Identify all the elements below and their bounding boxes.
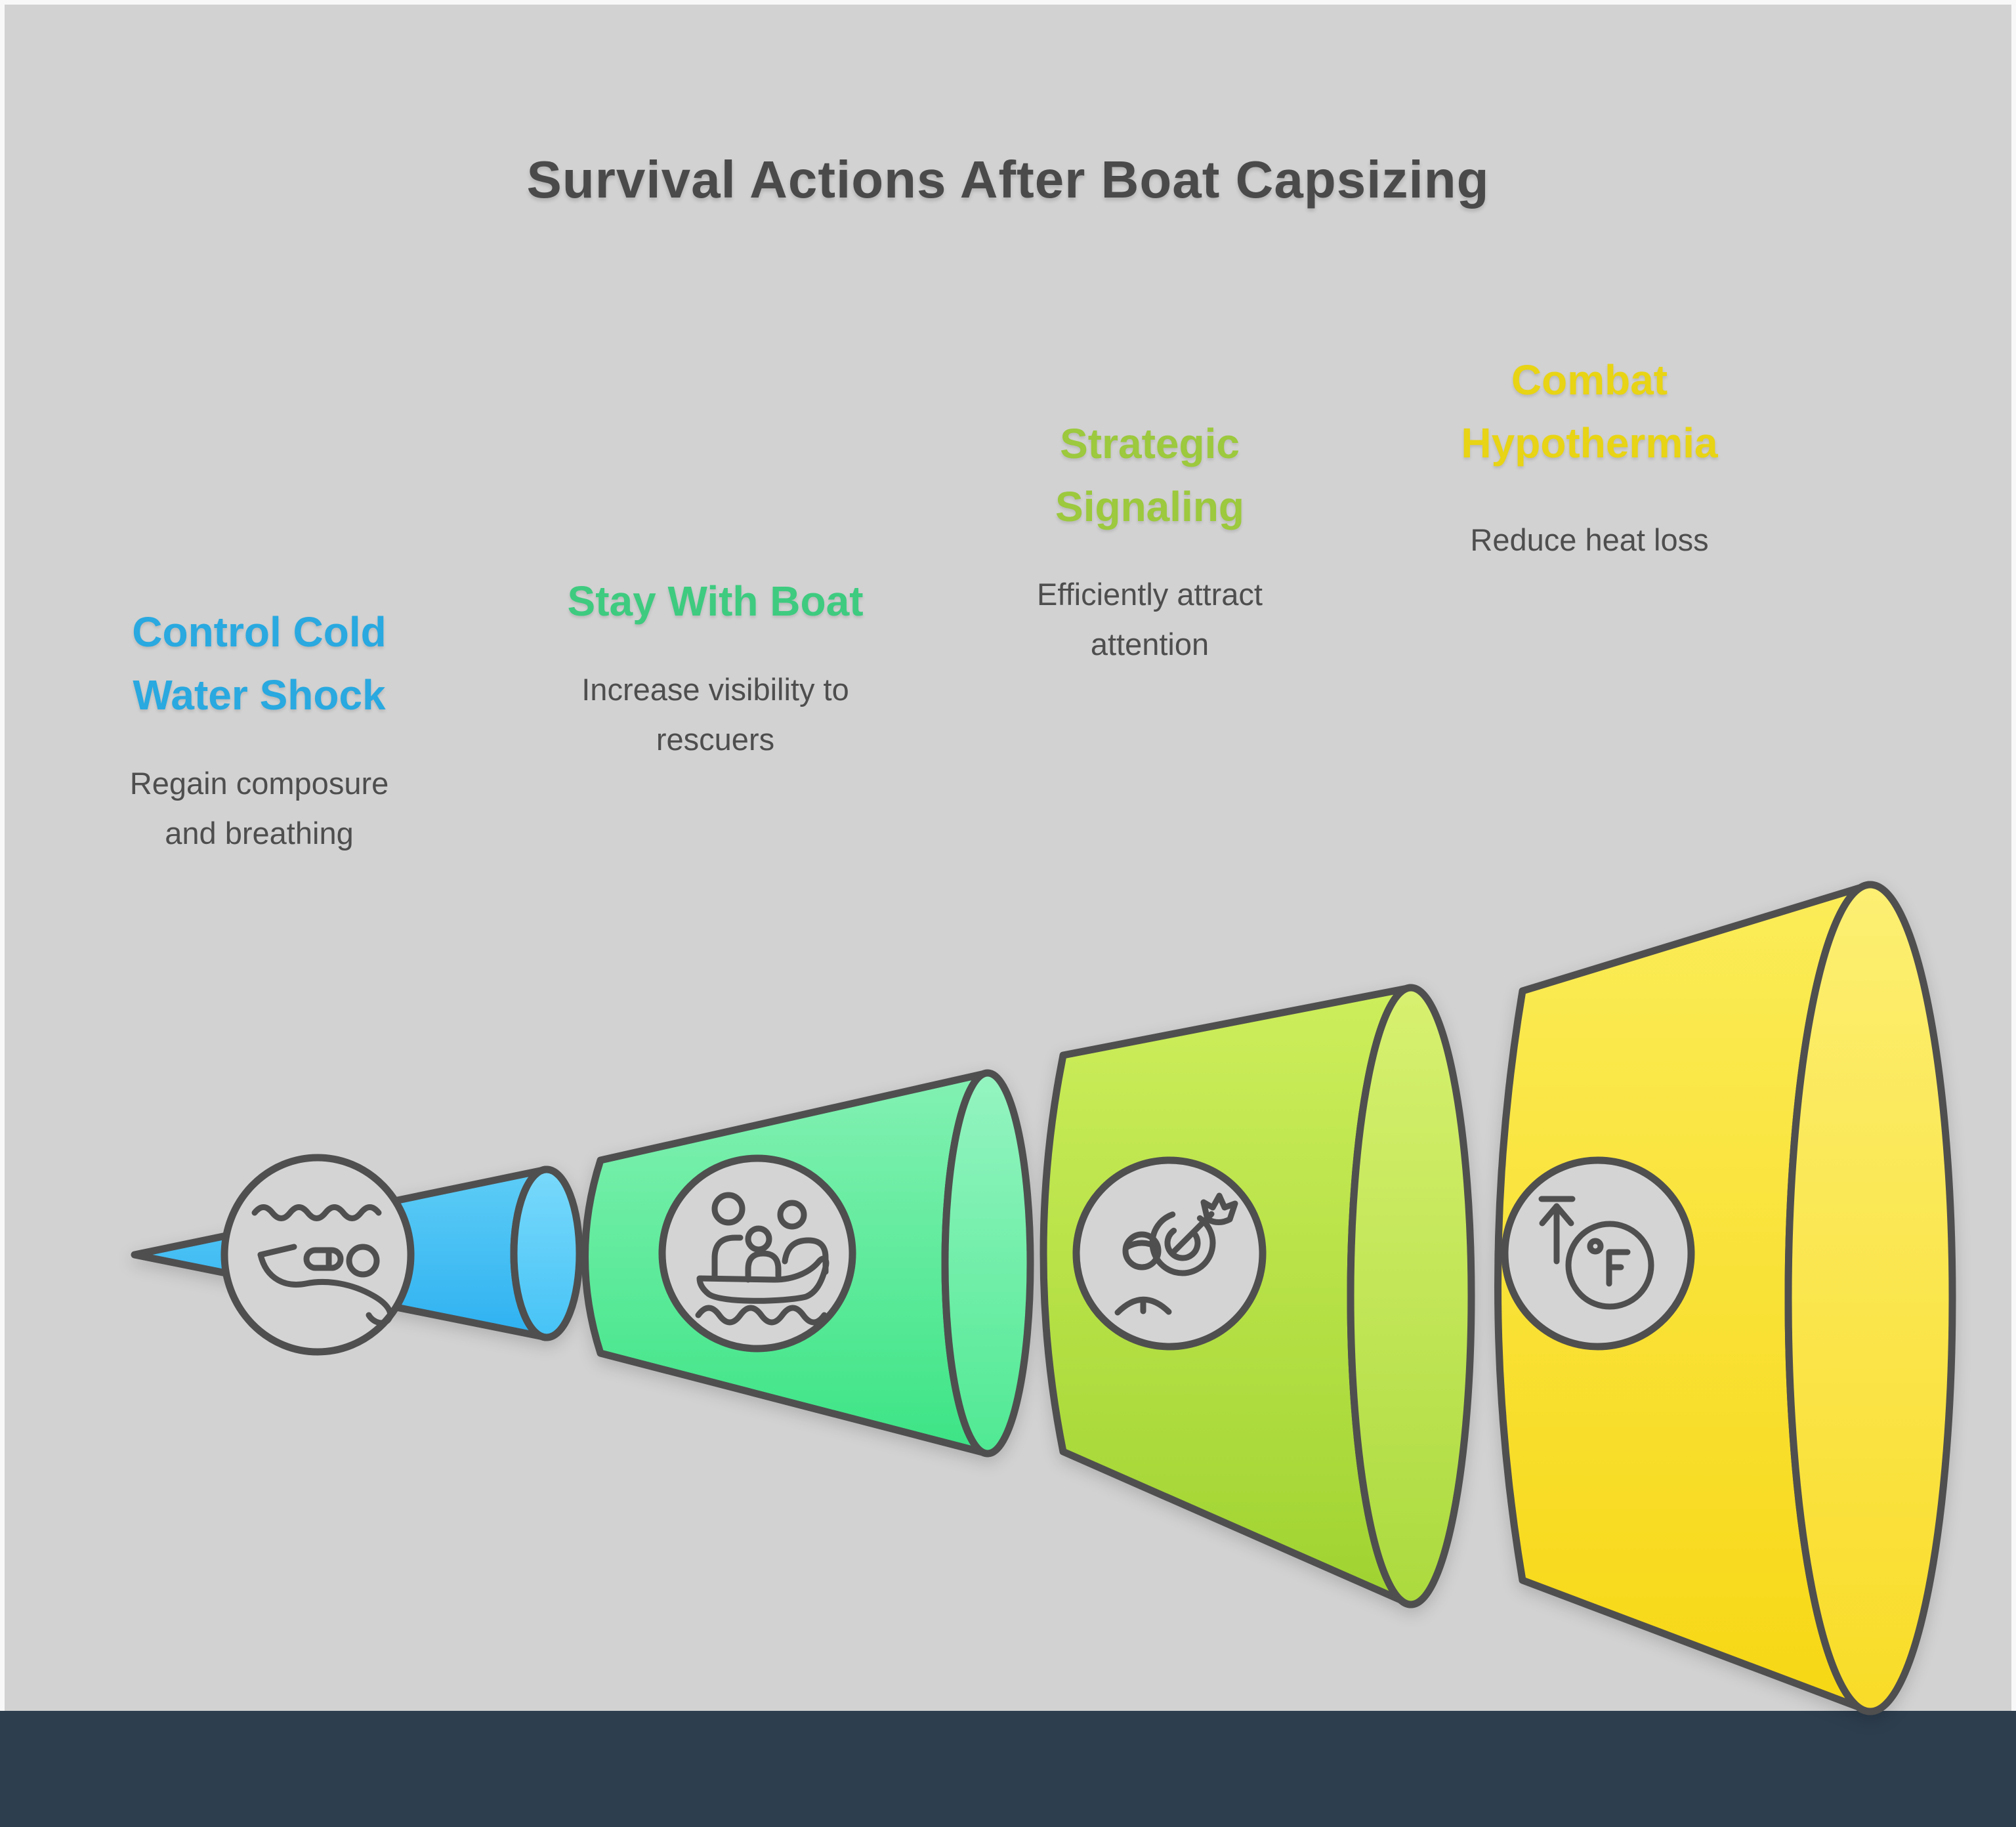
step2-heading-line1: Stay With Boat [567, 578, 864, 625]
step1-description: Regain composure and breathing [130, 759, 389, 858]
step3-description: Efficiently attract attention [1037, 570, 1263, 669]
step3-desc-block: Efficiently attract attention [1037, 570, 1263, 669]
footer-bar [0, 1711, 2016, 1827]
step3-label-block: Strategic Signaling [1055, 412, 1244, 538]
person-with-target-dart-icon [1072, 1156, 1267, 1351]
step2-heading: Stay With Boat [568, 570, 864, 633]
step4-heading-line1: Combat [1511, 356, 1668, 404]
step2-desc-line2: rescuers [656, 722, 775, 757]
step3-heading-line2: Signaling [1055, 483, 1244, 530]
person-floating-on-water-icon [220, 1154, 415, 1356]
step1-heading-line1: Control Cold [132, 608, 387, 656]
step3-heading-line1: Strategic [1060, 420, 1240, 467]
step1-heading: Control Cold Water Shock [132, 600, 386, 726]
temperature-rise-fahrenheit-icon [1501, 1156, 1695, 1351]
people-in-boat-icon [658, 1154, 856, 1353]
step4-heading: Combat Hypothermia [1461, 348, 1717, 474]
step1-desc-line1: Regain composure [129, 766, 389, 801]
step1-label-block: Control Cold Water Shock [132, 600, 386, 726]
step3-heading: Strategic Signaling [1055, 412, 1244, 538]
step2-label-block: Stay With Boat [568, 570, 864, 633]
step3-desc-line1: Efficiently attract [1037, 577, 1263, 612]
step2-desc-line1: Increase visibility to [581, 672, 849, 707]
step4-description: Reduce heat loss [1470, 515, 1708, 565]
step4-desc-line1: Reduce heat loss [1470, 522, 1709, 557]
step3-desc-line2: attention [1090, 627, 1209, 662]
step1-heading-line2: Water Shock [133, 671, 386, 719]
step1-desc-block: Regain composure and breathing [130, 759, 389, 858]
step4-desc-block: Reduce heat loss [1470, 515, 1708, 565]
page-title: Survival Actions After Boat Capsizing [526, 150, 1490, 209]
step4-label-block: Combat Hypothermia [1461, 348, 1717, 474]
funnel-stage-4-yellow [1494, 881, 1956, 1715]
step2-desc-block: Increase visibility to rescuers [581, 665, 849, 765]
step4-heading-line2: Hypothermia [1461, 419, 1718, 467]
step2-description: Increase visibility to rescuers [581, 665, 849, 765]
step1-desc-line2: and breathing [165, 816, 354, 850]
